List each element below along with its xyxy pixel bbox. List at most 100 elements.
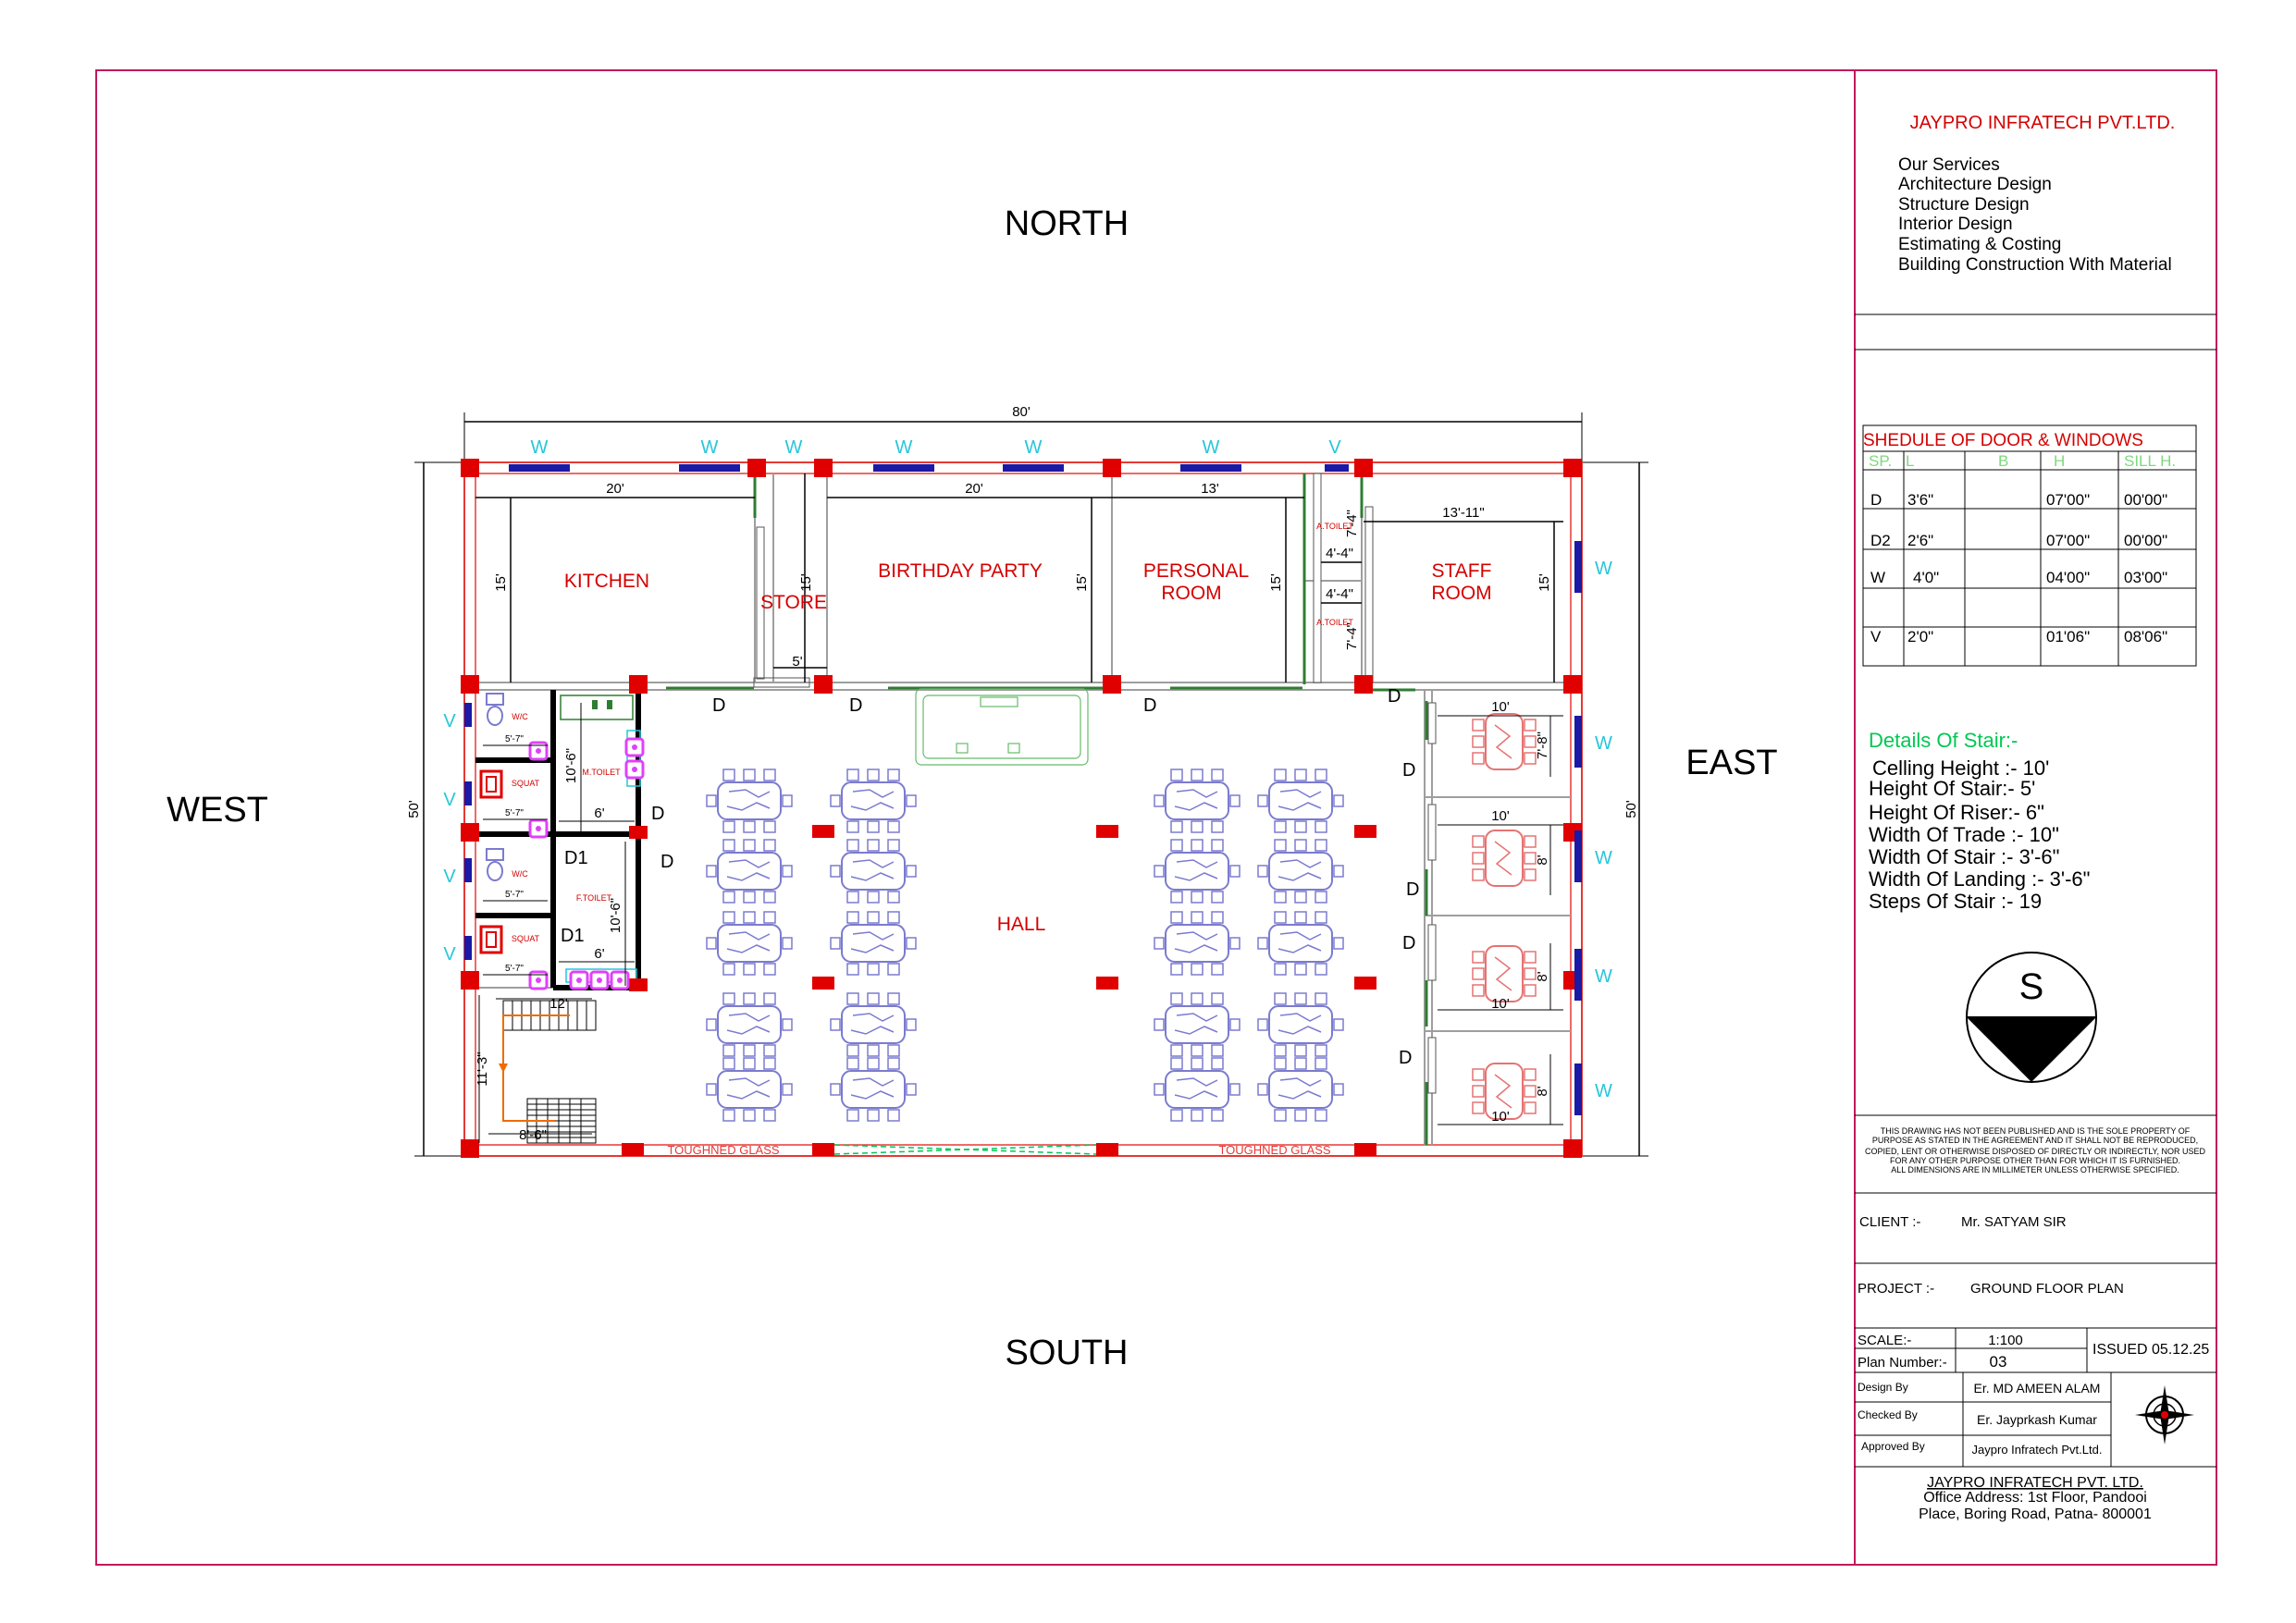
room-store: STORE [760, 592, 827, 613]
stair-detail: Width Of Stair :- 3'-6" [1869, 845, 2059, 868]
schedule-title: SHEDULE OF DOOR & WINDOWS [1863, 431, 2143, 450]
service-item: Architecture Design [1898, 175, 2052, 194]
cabin-width-dim: 10' [1491, 1109, 1510, 1125]
room-hall: HALL [997, 914, 1046, 935]
ftoilet-width-dim: 6' [594, 946, 604, 962]
kitchen-width-dim: 20' [606, 481, 624, 497]
footer-company: JAYPRO INFRATECH PVT. LTD. [1927, 1475, 2143, 1491]
windows [464, 464, 1582, 1115]
service-item: Our Services [1898, 155, 2000, 175]
squat-width-dim: 5'-7" [505, 964, 524, 974]
schedule-header: L [1906, 452, 1914, 470]
schedule-cell: 04'00" [2046, 569, 2090, 586]
door-mark: D [660, 852, 673, 872]
window-mark: W [701, 437, 719, 458]
client-label: CLIENT :- [1859, 1214, 1920, 1230]
door-mark-d1: D1 [561, 926, 585, 946]
mtoilet-height-dim: 10'-6" [563, 748, 579, 783]
east-label: EAST [1685, 744, 1777, 782]
disclaimer-line: ALL DIMENSIONS ARE IN MILLIMETER UNLESS … [1891, 1165, 2179, 1174]
section-symbol-letter: S [2019, 966, 2044, 1007]
personal-height-dim: 15' [1268, 573, 1284, 592]
schedule-cell: 00'00" [2124, 491, 2167, 509]
scale-label: SCALE:- [1858, 1333, 1911, 1348]
schedule-cell: V [1870, 628, 1882, 646]
room-atoilet: A.TOILET [1316, 618, 1353, 627]
checked-label: Checked By [1858, 1408, 1918, 1421]
store-width-dim: 5' [792, 654, 802, 670]
overall-depth-left-dim: 50' [406, 800, 422, 818]
compass-rose-icon [2135, 1385, 2194, 1445]
floor-plan: 80' 50' 50' [406, 404, 1648, 1158]
mtoilet-width-dim: 6' [594, 805, 604, 821]
title-block: JAYPRO INFRATECH PVT.LTD. Our Services A… [1855, 113, 2216, 1522]
window-mark: W [1595, 966, 1612, 987]
schedule-cell: 3'6" [1907, 491, 1933, 509]
disclaimer-line: FOR ANY OTHER PURPOSE OTHER THAN FOR WHI… [1890, 1156, 2180, 1165]
project-label: PROJECT :- [1858, 1281, 1934, 1297]
atoilet-height-dim: 7'-4" [1344, 622, 1360, 650]
cabin-height-dim: 7'-8" [1535, 732, 1550, 759]
west-label: WEST [167, 791, 268, 830]
wc-width-dim: 5'-7" [505, 890, 524, 900]
approved-name: Jaypro Infratech Pvt.Ltd. [1972, 1443, 2103, 1457]
door-mark: D [1402, 760, 1415, 781]
room-squat: SQUAT [512, 934, 540, 943]
window-mark: W [531, 437, 549, 458]
section-symbol-icon [1966, 952, 2097, 1083]
schedule-cell: 08'06" [2124, 628, 2167, 646]
schedule-cell: 2'0" [1907, 628, 1933, 646]
scale-value: 1:100 [1988, 1333, 2023, 1348]
window-mark: W [785, 437, 803, 458]
schedule-cell: 07'00" [2046, 491, 2090, 509]
schedule-cell: 00'00" [2124, 532, 2167, 549]
ventilator-mark: V [443, 790, 456, 810]
overall-depth-right-dim: 50' [1623, 800, 1639, 818]
room-personal-line2: ROOM [1161, 583, 1221, 604]
window-mark: W [1595, 559, 1612, 579]
window-mark: W [1203, 437, 1220, 458]
atoilet-height-dim: 7'-4" [1344, 510, 1360, 537]
cabin-height-dim: 8' [1535, 1086, 1550, 1096]
footer-address: Place, Boring Road, Patna- 800001 [1919, 1506, 2152, 1522]
window-mark: W [895, 437, 913, 458]
cabin-height-dim: 8' [1535, 971, 1550, 981]
room-personal-line1: PERSONAL [1143, 560, 1249, 582]
stair-detail: Width Of Trade :- 10" [1869, 823, 2059, 846]
plan-number-value: 03 [1990, 1353, 2007, 1371]
stair-detail: Celling Height :- 10' [1872, 756, 2049, 780]
glass-label: TOUGHNED GLASS [1218, 1143, 1330, 1157]
toilet-fixtures [479, 693, 645, 990]
door-mark: D [1388, 686, 1401, 707]
party-width-dim: 20' [965, 481, 983, 497]
store-height-dim: 15' [798, 573, 814, 592]
plan-number-label: Plan Number:- [1858, 1355, 1947, 1371]
schedule-cell: W [1870, 569, 1885, 586]
schedule-header: B [1998, 452, 2008, 470]
glass-label: TOUGHNED GLASS [667, 1143, 779, 1157]
door-mark: D [849, 695, 862, 716]
north-label: NORTH [1005, 204, 1129, 243]
door-window-schedule [1862, 424, 2197, 667]
cabin-height-dim: 8' [1535, 855, 1550, 865]
sheet-border [95, 69, 2217, 1566]
window-mark: W [1595, 848, 1612, 868]
room-atoilet: A.TOILET [1316, 522, 1353, 531]
room-mtoilet: M.TOILET [582, 768, 621, 777]
schedule-cell: 07'00" [2046, 532, 2090, 549]
window-mark: W [1595, 1081, 1612, 1101]
cabin-width-dim: 10' [1491, 699, 1510, 715]
stair-width-dim: 12' [549, 996, 568, 1012]
stair-details-title: Details Of Stair:- [1869, 729, 2018, 752]
door-mark: D [1399, 1048, 1412, 1068]
service-item: Interior Design [1898, 215, 2013, 234]
approved-label: Approved By [1861, 1440, 1925, 1453]
room-squat: SQUAT [512, 779, 540, 788]
stair-detail: Steps Of Stair :- 19 [1869, 890, 2042, 913]
schedule-header: SP. [1869, 452, 1892, 470]
schedule-cell: D2 [1870, 532, 1891, 549]
ventilator-mark: V [443, 944, 456, 965]
south-label: SOUTH [1006, 1334, 1129, 1372]
ventilator-mark: V [1328, 437, 1341, 458]
